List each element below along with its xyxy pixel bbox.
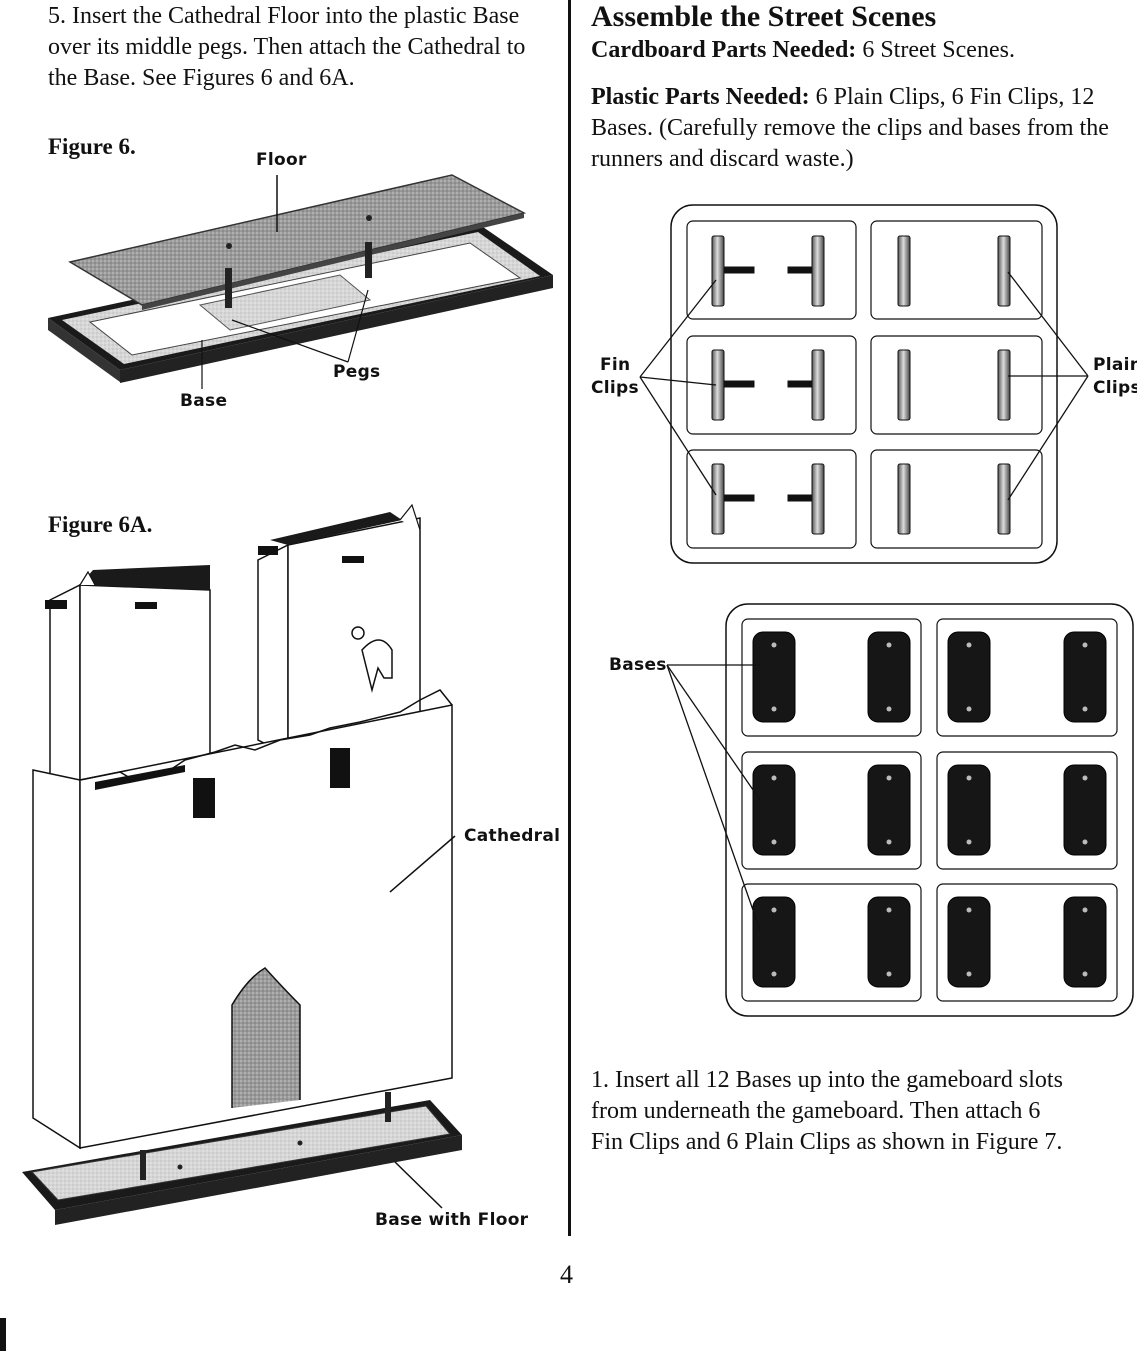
step-5-text: 5. Insert the Cathedral Floor into the p… xyxy=(48,3,526,91)
cardboard-parts: Cardboard Parts Needed: 6 Street Scenes. xyxy=(591,35,1121,66)
figure-6-title: Figure 6. xyxy=(48,134,136,159)
figure-6-base xyxy=(48,225,553,383)
label-pegs: Pegs xyxy=(333,362,381,382)
label-fin-clips-1: Fin xyxy=(600,355,631,375)
label-fin-clips-2: Clips xyxy=(591,378,639,398)
label-plain-clips-2: Clips xyxy=(1093,378,1137,398)
section-heading: Assemble the Street Scenes xyxy=(591,0,937,33)
clip-row-2 xyxy=(711,349,1011,421)
label-floor: Floor xyxy=(256,150,307,170)
cathedral-left-tower xyxy=(45,565,211,802)
clip-row-1 xyxy=(711,235,1011,307)
plastic-parts: Plastic Parts Needed: 6 Plain Clips, 6 F… xyxy=(591,82,1111,175)
plastic-parts-text: 6 Plain Clips, 6 Fin Clips, 12 Bases. (C… xyxy=(591,84,1109,172)
base-pieces xyxy=(752,631,1107,988)
step-1-text: 1. Insert all 12 Bases up into the gameb… xyxy=(591,1067,1063,1155)
figure-6-floor xyxy=(68,174,527,310)
label-base: Base xyxy=(180,391,228,411)
label-bases: Bases xyxy=(609,655,667,675)
cardboard-parts-text: 6 Street Scenes. xyxy=(856,37,1015,63)
label-cathedral: Cathedral xyxy=(464,826,561,846)
clip-row-3 xyxy=(711,463,1011,535)
column-divider xyxy=(568,0,571,1236)
cathedral-wall xyxy=(32,689,456,1150)
figure-6a-title: Figure 6A. xyxy=(48,512,153,537)
cardboard-parts-label: Cardboard Parts Needed: xyxy=(591,37,857,63)
label-base-with-floor: Base with Floor xyxy=(375,1210,529,1230)
cathedral-base-with-floor xyxy=(22,1092,462,1225)
page-number: 4 xyxy=(560,1260,573,1289)
label-plain-clips-1: Plain xyxy=(1093,355,1137,375)
plastic-parts-label: Plastic Parts Needed: xyxy=(591,84,810,110)
cathedral-right-tower xyxy=(257,503,421,757)
edge-mark xyxy=(0,1318,6,1351)
